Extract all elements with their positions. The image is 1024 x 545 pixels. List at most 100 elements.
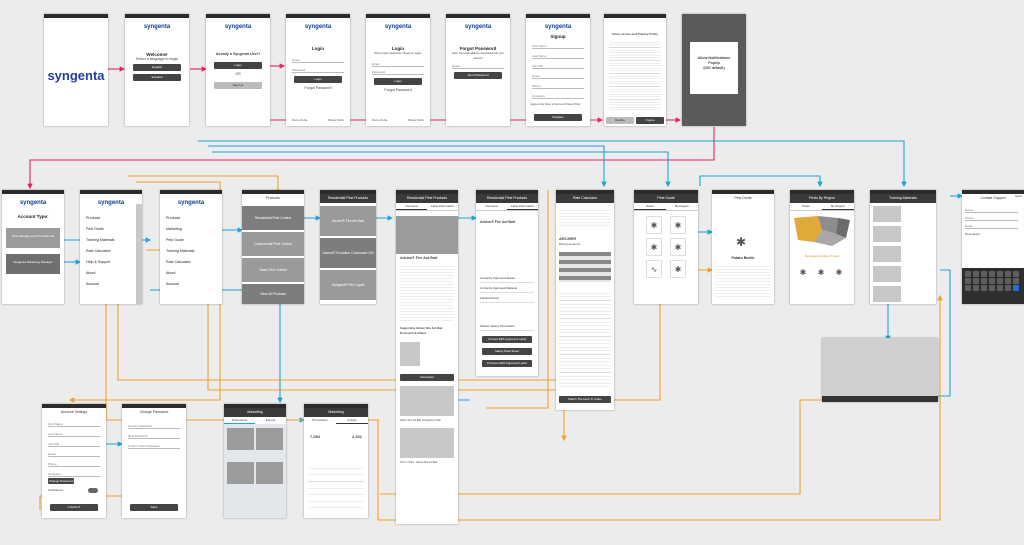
keyboard[interactable] [962, 268, 1024, 304]
view-all-tile[interactable]: View All Products [242, 284, 304, 304]
tab-label-info[interactable]: Label Information [507, 203, 538, 210]
menu-item-products[interactable]: Products [86, 216, 101, 220]
register-button[interactable]: Register [534, 114, 582, 121]
commercial-tile[interactable]: Commercial Pest Control [242, 232, 304, 256]
team-tile[interactable]: Team Pest Control [242, 258, 304, 282]
menu-item-rate-calculator[interactable]: Rate Calculator [166, 260, 191, 264]
notifications-toggle[interactable] [88, 488, 98, 493]
pest-icon-1[interactable]: ✱ [646, 216, 662, 234]
pest-icon-6[interactable]: ✱ [670, 260, 686, 278]
login-submit-button[interactable]: Login [374, 78, 422, 85]
menu-item-marketing[interactable]: Marketing [166, 227, 182, 231]
pest-icon-1[interactable]: ✱ [796, 264, 810, 280]
menu-item-help[interactable]: Help & Support [86, 260, 111, 264]
doc-thumbnail[interactable] [400, 342, 420, 366]
pest-icon-5[interactable]: ∿ [646, 260, 662, 278]
tab-activity[interactable]: Activity [336, 417, 368, 424]
confirm-password-field[interactable]: Confirm New Password [128, 444, 180, 449]
training-thumb-4[interactable] [873, 266, 901, 282]
privacy-link[interactable]: Privacy Policy [407, 119, 424, 122]
job-title-field[interactable]: Job Title [48, 442, 100, 447]
menu-item-products[interactable]: Products [166, 216, 181, 220]
logout-button[interactable]: LOGOUT [50, 504, 98, 511]
tab-overview[interactable]: Overview [485, 204, 498, 208]
marketing-manager-option[interactable]: Syngenta Marketing Manager [6, 254, 60, 274]
pest-icon-3[interactable]: ✱ [646, 238, 662, 256]
tab-pests[interactable]: Pests [634, 203, 666, 210]
menu-item-pest-guide[interactable]: Pest Guide [86, 227, 104, 231]
video-thumbnail-2[interactable] [400, 428, 454, 458]
email-field[interactable]: Email [292, 58, 344, 63]
notification-dialog[interactable]: Allow Notifications PopUp (iOS default) [690, 42, 738, 94]
save-button[interactable]: Save [130, 504, 178, 511]
worker-safety-row[interactable]: Worker Safety Information [480, 324, 534, 331]
video-controls[interactable] [822, 396, 938, 402]
english-button[interactable]: English [133, 64, 181, 71]
download-button[interactable]: Download [400, 374, 454, 381]
terms-link[interactable]: Terms of Use [292, 119, 308, 122]
password-field[interactable]: Password [372, 70, 424, 75]
email-field[interactable]: Email [965, 224, 1018, 229]
send-button[interactable]: Send [1014, 194, 1022, 198]
change-password-button[interactable]: Change Password [48, 478, 74, 484]
promo-card-3[interactable] [227, 462, 254, 484]
email-field[interactable]: Email [532, 74, 584, 79]
job-title-field[interactable]: Job Title [532, 64, 584, 69]
promo-card-4[interactable] [256, 462, 283, 484]
labeled-pests-row[interactable]: Labeled Pests [480, 296, 534, 303]
tab-label-info[interactable]: Label Information [430, 204, 455, 208]
previous-label-button[interactable]: Previous EPA Approved Label [482, 360, 532, 367]
watch-video-button[interactable]: Watch The How-To Video [559, 396, 611, 403]
pest-professional-option[interactable]: Pest Management Professional [6, 228, 60, 248]
training-thumb-2[interactable] [873, 226, 901, 242]
send-password-button[interactable]: Send Password [454, 72, 502, 79]
tab-promotions[interactable]: Promotions [312, 418, 328, 422]
menu-item-about[interactable]: About [166, 271, 176, 275]
product-item-3[interactable]: Optigard® Flex Liquid [320, 270, 376, 300]
email-field[interactable]: Email [372, 62, 424, 67]
first-name-field[interactable]: First Name [48, 422, 100, 427]
pest-icon-2[interactable]: ✱ [670, 216, 686, 234]
product-item-2[interactable]: Advion® Evolution Cockroach Gel Bait [320, 238, 376, 285]
decline-button[interactable]: Decline [606, 117, 634, 124]
forgot-password-link[interactable]: Forgot Password [384, 88, 412, 92]
first-name-field[interactable]: First Name [532, 44, 584, 49]
company-field[interactable]: Company [532, 94, 584, 99]
approved-states-row[interactable]: Currently Approved States [480, 276, 534, 283]
tab-by-region[interactable]: By Region [822, 203, 854, 210]
training-thumb-1[interactable] [873, 206, 901, 222]
password-field[interactable]: Password [292, 68, 344, 73]
privacy-link[interactable]: Privacy Policy [327, 119, 344, 122]
menu-item-pest-guide[interactable]: Pest Guide [166, 238, 184, 242]
phone-field[interactable]: Phone [965, 216, 1018, 221]
current-label-button[interactable]: Current EPA Approved Label [482, 336, 532, 343]
training-thumb-5[interactable] [873, 286, 901, 302]
signup-button[interactable]: Sign Up [214, 82, 262, 89]
menu-item-account[interactable]: Account [86, 282, 99, 286]
approved-markets-row[interactable]: Currently Approved Markets [480, 286, 534, 293]
training-thumb-3[interactable] [873, 246, 901, 262]
us-region-map[interactable] [792, 212, 852, 248]
login-button[interactable]: Login [214, 62, 262, 69]
agree-button[interactable]: I Agree [636, 117, 664, 124]
last-name-field[interactable]: Last Name [532, 54, 584, 59]
product-item-1[interactable]: Advion® Fire Ant Bait [320, 206, 376, 236]
email-field[interactable]: Email [48, 452, 100, 457]
menu-item-training[interactable]: Training Materials [86, 238, 115, 242]
safety-sheet-button[interactable]: Safety Data Sheet [482, 348, 532, 355]
video-player[interactable] [822, 338, 938, 402]
pest-icon-2[interactable]: ✱ [814, 264, 828, 280]
new-password-field[interactable]: New Password [128, 434, 180, 439]
name-field[interactable]: Name [965, 208, 1018, 213]
forgot-password-link[interactable]: Forgot Password [304, 86, 332, 90]
agree-checkbox-label[interactable]: I agree to the Terms of Service & Privac… [530, 103, 581, 106]
phone-field[interactable]: Phone [48, 462, 100, 467]
video-thumbnail-1[interactable] [400, 386, 454, 416]
tab-events[interactable]: Events [265, 418, 276, 422]
current-password-field[interactable]: Current Password [128, 424, 180, 429]
phone-field[interactable]: Phone [532, 84, 584, 89]
email-field[interactable]: Email [452, 64, 504, 69]
spanish-button[interactable]: Español [133, 74, 181, 81]
rate-calc-inputs[interactable] [559, 290, 611, 390]
tab-overview[interactable]: Overview [396, 203, 427, 210]
